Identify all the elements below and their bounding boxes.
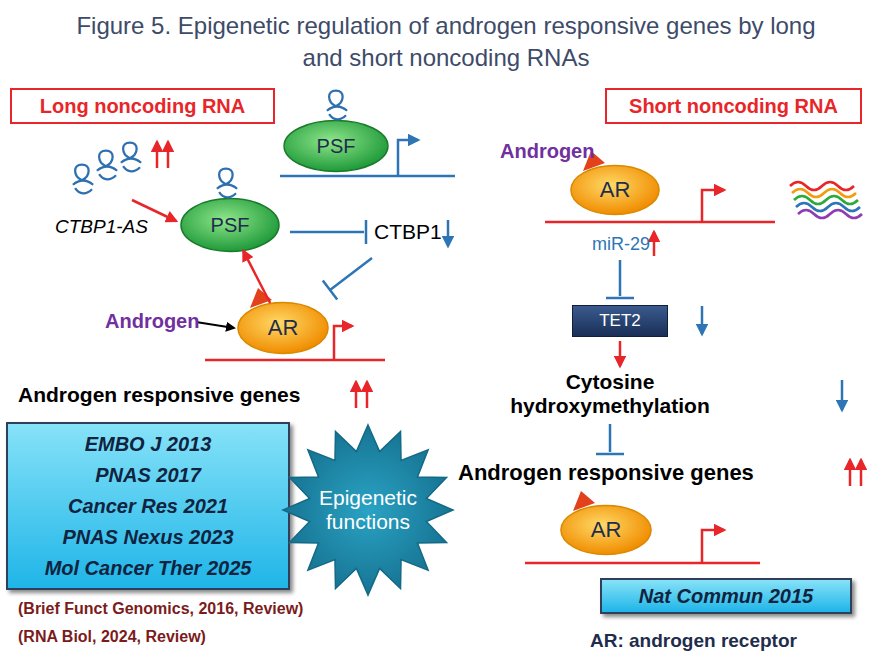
inhibition-line <box>609 424 612 452</box>
decrease-arrow <box>841 380 844 410</box>
outcome-text: Androgen responsive genes <box>458 460 754 486</box>
mirna-strand <box>796 203 860 211</box>
inhibition-bar <box>323 280 337 299</box>
rna-symbol <box>217 169 237 198</box>
mirna-strand <box>792 189 856 197</box>
node-text: PNAS 2017 <box>95 460 201 491</box>
ligand-name: Androgen <box>500 140 594 163</box>
section-header: Long noncoding RNA <box>10 88 275 124</box>
mirna-strand <box>790 182 854 190</box>
node-text: AR <box>268 315 299 341</box>
reference-box: Nat Commun 2015 <box>600 578 852 614</box>
inhibition-bar <box>606 297 634 300</box>
starburst-badge: Epigenetic functions <box>283 425 453 595</box>
psf-protein: PSF <box>180 198 280 252</box>
androgen-arrow <box>196 322 234 328</box>
inhibition-bar <box>365 220 368 244</box>
increase-arrow <box>849 460 852 486</box>
node-text: Cancer Res 2021 <box>68 491 228 522</box>
promoter-line <box>280 175 455 178</box>
mirna-strand <box>798 210 862 218</box>
ar-protein: AR <box>560 505 652 555</box>
rna-symbol <box>97 151 117 180</box>
node-text: AR <box>600 177 631 203</box>
rna-symbol <box>327 91 347 120</box>
increase-arrow <box>156 142 159 168</box>
starburst-outline <box>283 425 453 595</box>
ligand-name: Androgen <box>105 310 199 333</box>
promoter-line <box>525 562 760 565</box>
transcription-arrow <box>702 190 724 222</box>
review-citation: (RNA Biol, 2024, Review) <box>18 628 206 646</box>
reference-box: EMBO J 2013PNAS 2017Cancer Res 2021PNAS … <box>6 422 290 590</box>
decrease-arrow <box>447 220 450 246</box>
review-citation: (Brief Funct Genomics, 2016, Review) <box>18 600 303 618</box>
ellipse-outline <box>571 166 659 215</box>
increase-arrow <box>366 382 369 408</box>
gene-box: TET2 <box>572 305 668 337</box>
node-text: AR <box>591 517 622 543</box>
gene-name: CTBP1 <box>374 220 442 244</box>
psf-protein: PSF <box>283 120 389 172</box>
decrease-arrow <box>701 306 704 334</box>
promoter-line <box>205 359 385 362</box>
mirna-name: miR-29 <box>592 234 650 255</box>
inhibition-bar <box>596 453 624 456</box>
activation-arrow <box>243 251 270 303</box>
inhibition-line <box>290 231 364 234</box>
activation-arrow <box>619 341 622 366</box>
mirna-strand <box>794 196 858 204</box>
node-text: Short noncoding RNA <box>629 95 838 118</box>
ellipse-outline <box>561 506 651 555</box>
ellipse-outline <box>238 303 328 354</box>
transcription-arrow <box>334 326 352 360</box>
outcome-text: Androgen responsive genes <box>18 383 300 407</box>
promoter-line <box>545 221 775 224</box>
node-text: PNAS Nexus 2023 <box>62 522 233 553</box>
section-header: Short noncoding RNA <box>605 88 862 124</box>
rna-symbol <box>121 143 141 172</box>
node-text: Nat Commun 2015 <box>639 585 814 608</box>
transcription-arrow <box>702 530 724 563</box>
increase-arrow <box>653 232 656 256</box>
node-text: PSF <box>211 214 250 237</box>
transcription-arrow <box>398 140 418 176</box>
node-text: Mol Cancer Ther 2025 <box>45 553 252 584</box>
increase-arrow <box>167 142 170 168</box>
ellipse-outline <box>181 199 279 252</box>
figure-title: Figure 5. Epigenetic regulation of andro… <box>76 10 816 74</box>
rna-name: CTBP1-AS <box>55 216 148 238</box>
rna-symbol <box>73 165 93 194</box>
increase-arrow <box>860 460 863 486</box>
ellipse-outline <box>284 121 388 172</box>
ar-protein: AR <box>237 302 329 354</box>
node-text: EMBO J 2013 <box>85 429 212 460</box>
node-text: PSF <box>317 135 356 158</box>
node-text: Long noncoding RNA <box>40 95 246 118</box>
process-text: Cytosine hydroxymethylation <box>490 370 730 418</box>
ar-protein: AR <box>570 165 660 215</box>
increase-arrow <box>355 382 358 408</box>
inhibition-line <box>619 260 622 296</box>
node-text: Epigenetic functions <box>308 486 428 534</box>
node-text: TET2 <box>599 311 641 331</box>
abbreviation-note: AR: androgen receptor <box>590 630 797 652</box>
inhibition-line <box>330 258 372 290</box>
